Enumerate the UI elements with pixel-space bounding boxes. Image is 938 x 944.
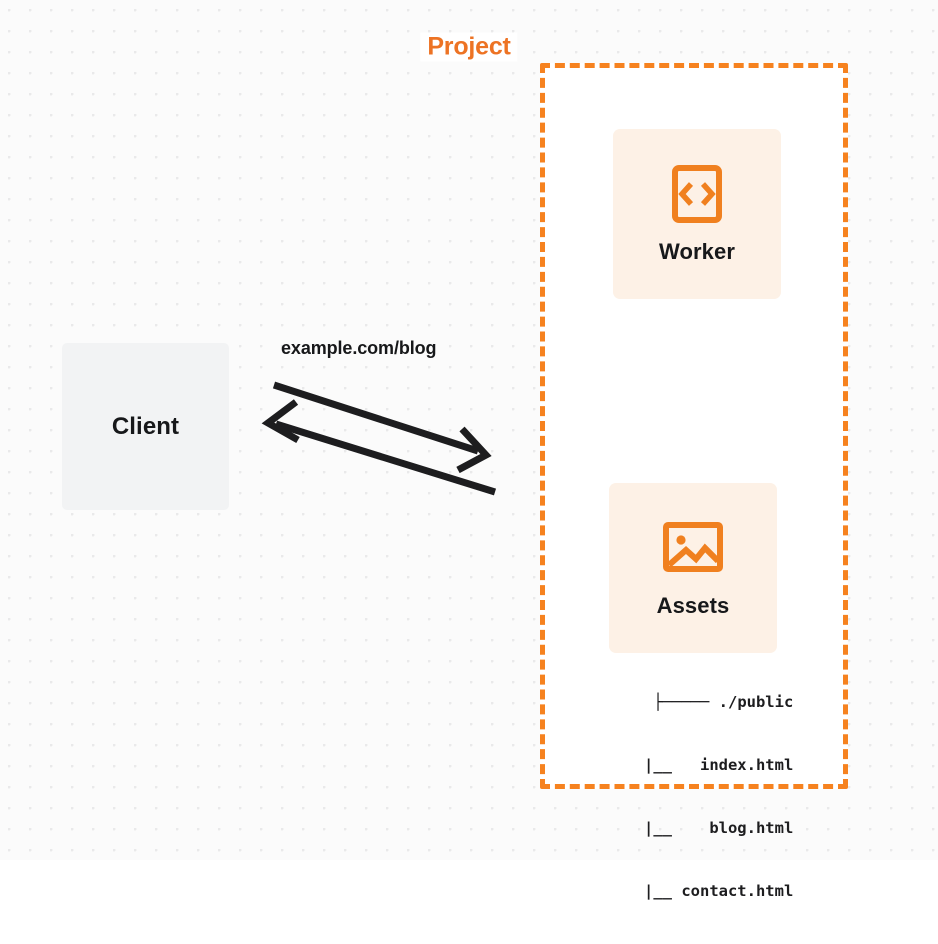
assets-node[interactable]: Assets	[609, 483, 777, 653]
file-tree-line: |__ blog.html	[588, 819, 794, 837]
file-tree-line: ├───── ./public	[653, 693, 794, 711]
client-node-label: Client	[111, 412, 180, 440]
client-node[interactable]: Client	[62, 343, 229, 510]
connection-url-label: example.com/blog	[281, 338, 437, 358]
response-arrow	[261, 399, 497, 496]
file-tree-line: |__ index.html	[588, 756, 794, 774]
file-tree-line: |__ contact.html	[588, 882, 794, 900]
image-picture-icon	[662, 517, 724, 579]
diagram-canvas: Client example.com/blog Project Worker	[0, 0, 938, 900]
worker-node[interactable]: Worker	[613, 129, 781, 299]
project-group-title: Project	[420, 32, 518, 62]
code-brackets-icon	[666, 163, 728, 225]
assets-file-tree: ├───── ./public |__ index.html |__ blog.…	[588, 650, 793, 944]
request-arrow	[272, 381, 492, 474]
assets-node-label: Assets	[656, 593, 730, 618]
worker-node-label: Worker	[659, 239, 735, 264]
